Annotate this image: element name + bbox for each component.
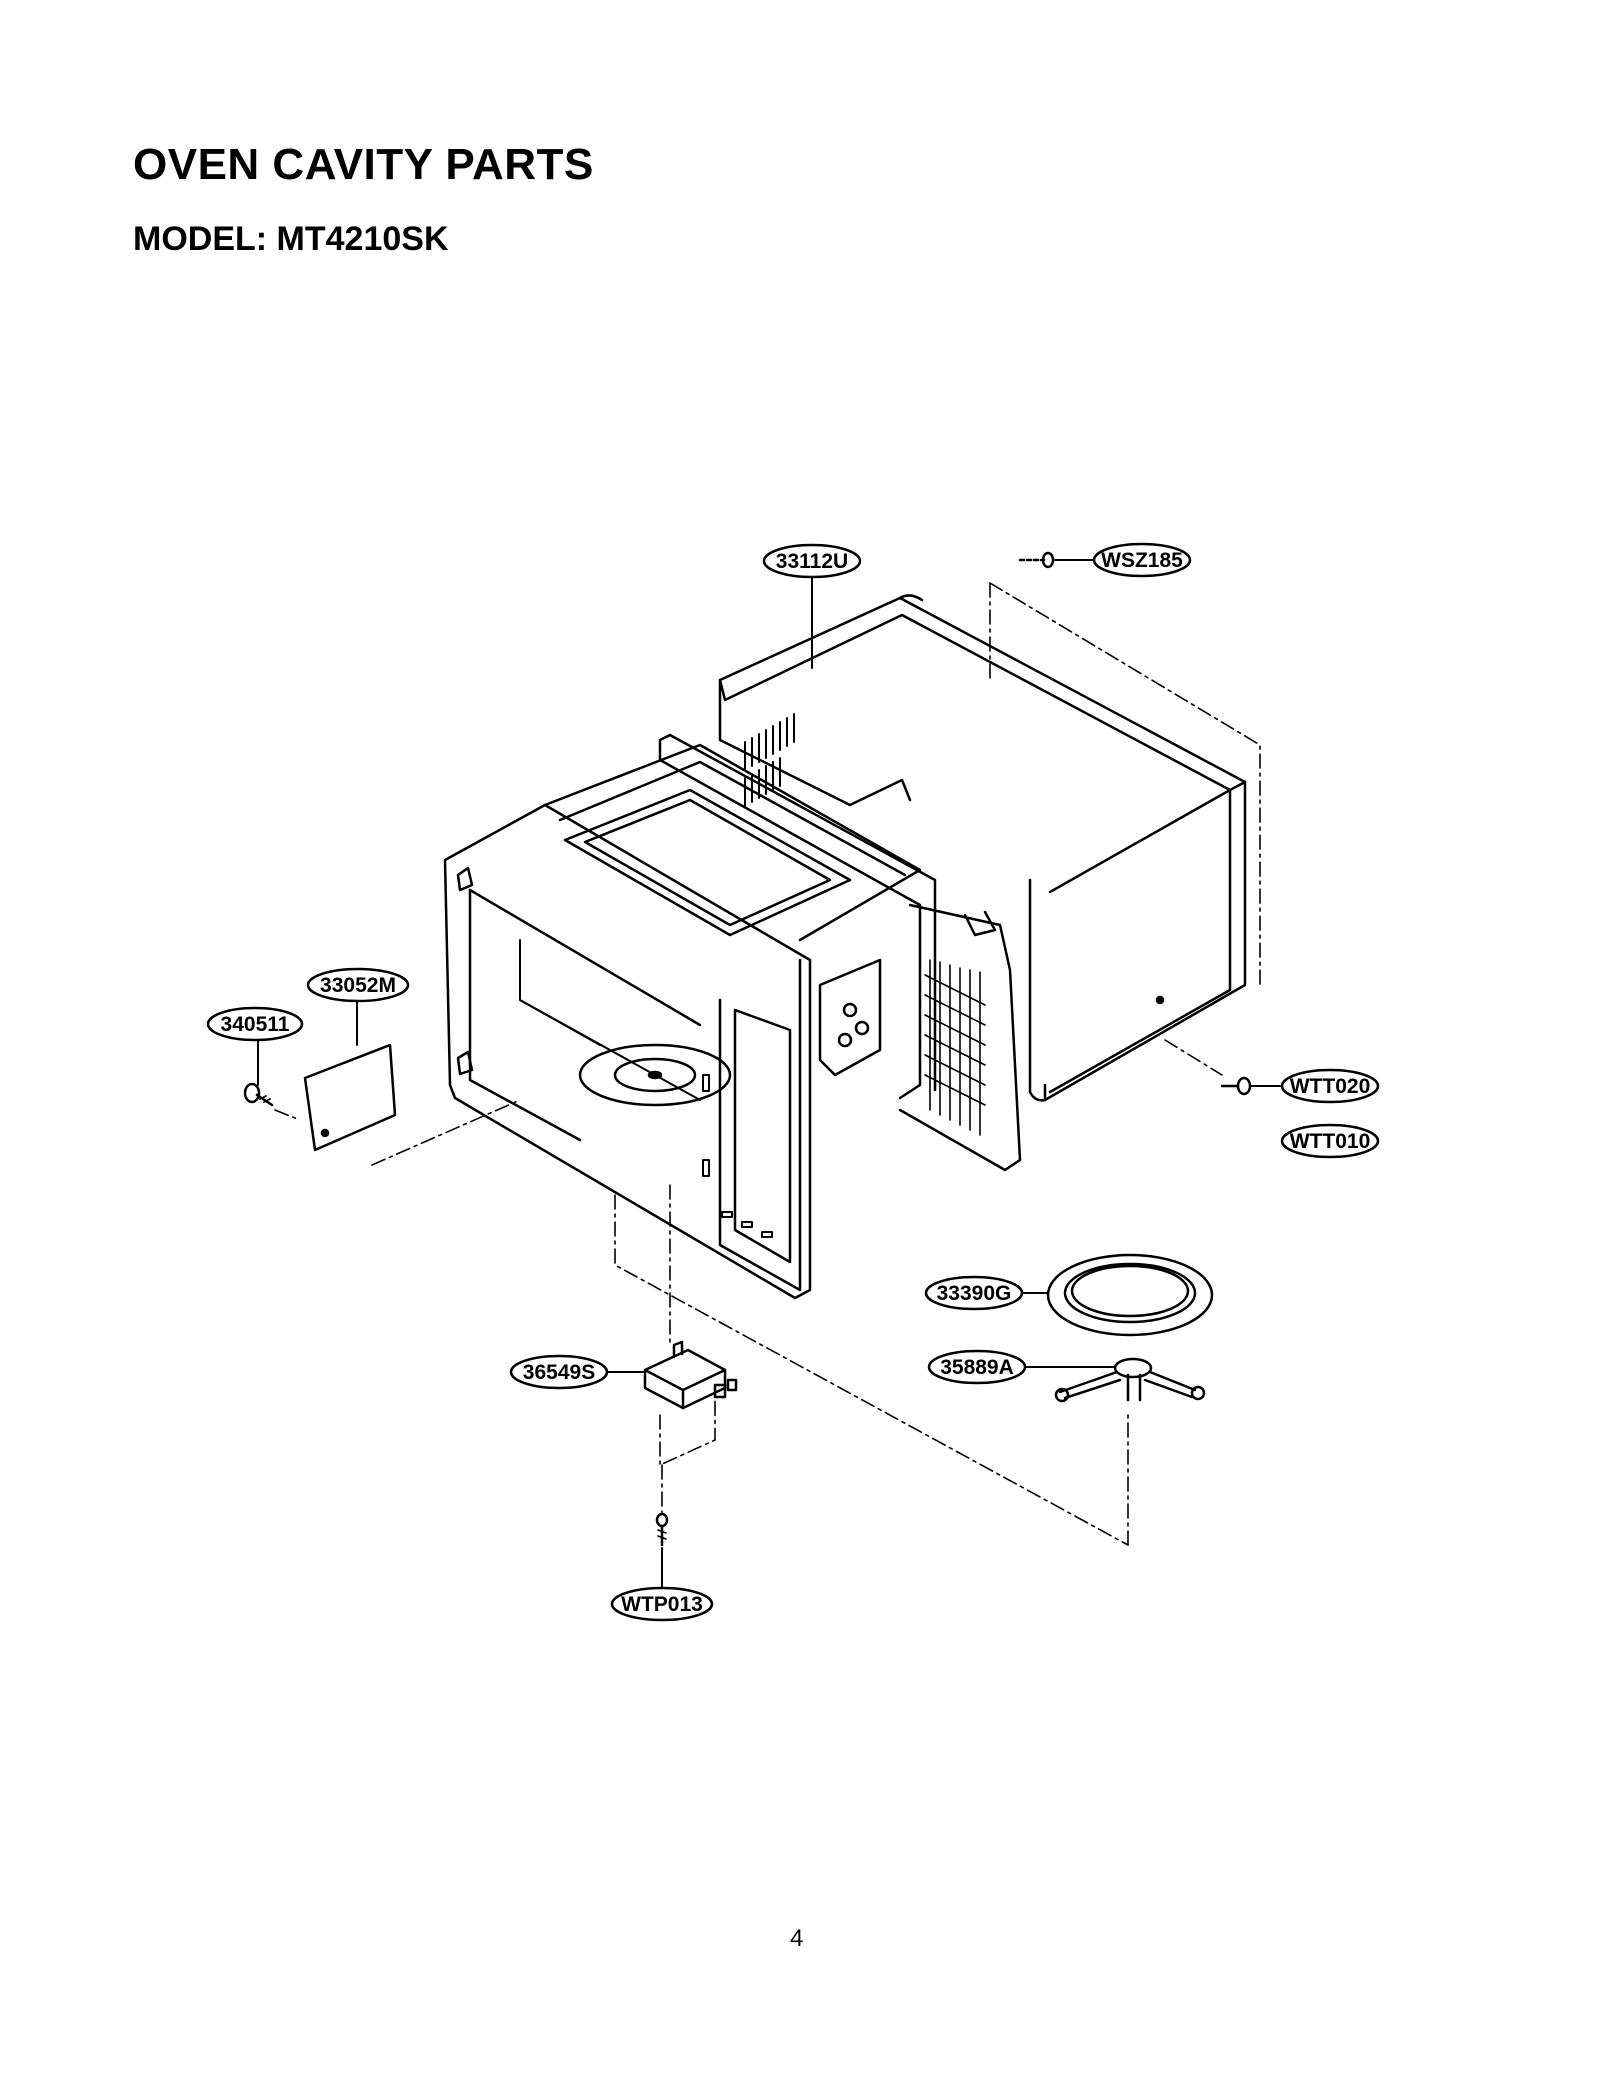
callout-label: WTT020	[1290, 1075, 1371, 1098]
callout-33390G: 33390G	[924, 1275, 1024, 1311]
callout-label: 33390G	[937, 1282, 1012, 1305]
turntable-motor	[643, 1340, 738, 1410]
callout-WSZ185: WSZ185	[1092, 542, 1192, 578]
callout-WTP013: WTP013	[610, 1586, 714, 1622]
waveguide-cover	[303, 1043, 397, 1152]
oven-cavity	[443, 733, 1022, 1300]
outer-cabinet	[718, 594, 1247, 1102]
callout-340511: 340511	[206, 1006, 304, 1042]
roller-guide	[1054, 1357, 1206, 1403]
callout-label: WTT010	[1290, 1130, 1371, 1153]
callout-35889A: 35889A	[927, 1349, 1027, 1385]
leader-lines	[257, 559, 1283, 1589]
callout-36549S: 36549S	[509, 1354, 609, 1390]
page-number: 4	[790, 1925, 804, 1952]
callout-label: 36549S	[523, 1361, 595, 1384]
callout-label: WTP013	[621, 1593, 703, 1616]
callout-WTT010: WTT010	[1280, 1123, 1380, 1159]
screw-340511	[243, 1082, 274, 1107]
callout-label: 33052M	[320, 974, 396, 997]
callout-33112U: 33112U	[762, 543, 862, 579]
callout-label: 33112U	[776, 550, 848, 573]
callout-label: WSZ185	[1101, 549, 1183, 572]
callout-WTT020: WTT020	[1280, 1068, 1380, 1104]
model-subtitle: MODEL: MT4210SK	[133, 220, 449, 258]
glass-tray	[1046, 1253, 1214, 1337]
page-title: OVEN CAVITY PARTS	[133, 140, 594, 189]
screw-wtt020	[1220, 1076, 1252, 1096]
screw-wtp013	[655, 1512, 669, 1547]
callout-label: 340511	[221, 1013, 290, 1036]
screw-wsz185	[1018, 551, 1055, 569]
assembly-lines	[274, 582, 1261, 1546]
callout-33052M: 33052M	[306, 967, 410, 1003]
callout-label: 35889A	[940, 1356, 1014, 1379]
